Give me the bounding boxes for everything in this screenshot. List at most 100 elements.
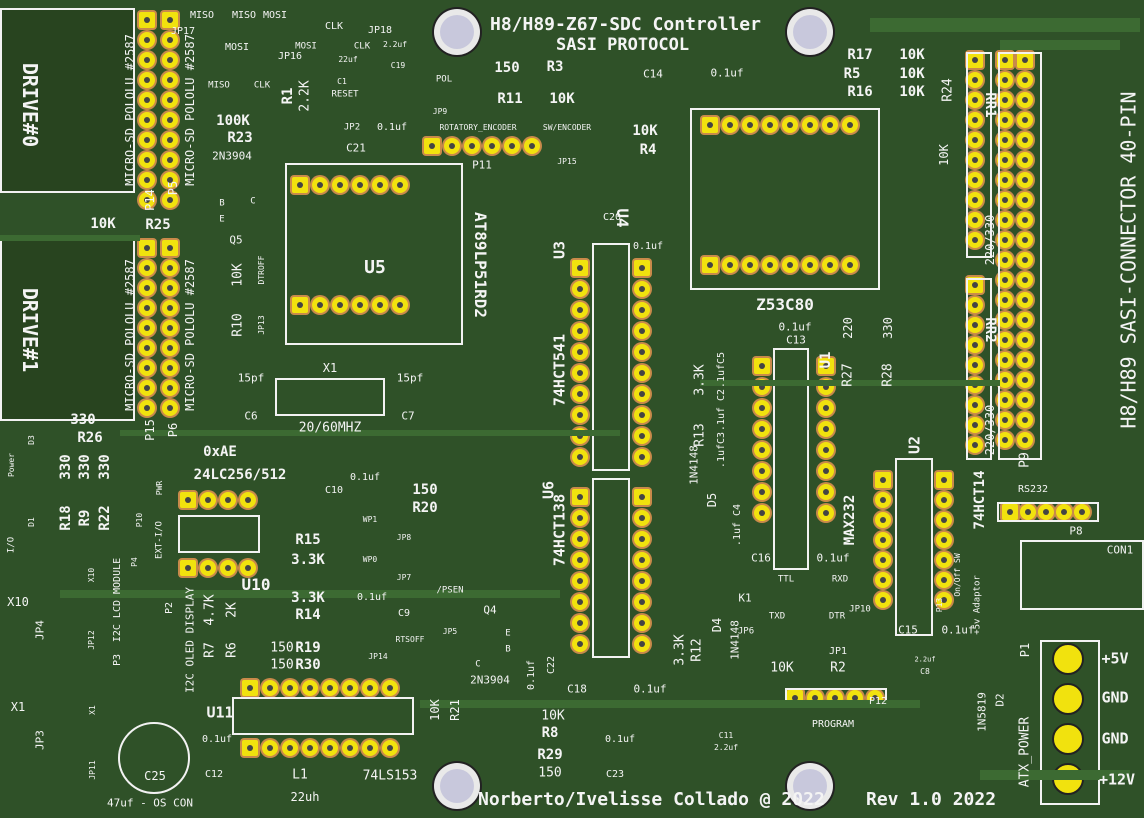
header-pad bbox=[967, 337, 983, 353]
rr2-header bbox=[966, 278, 992, 460]
ic-pad bbox=[180, 492, 196, 508]
header-pad bbox=[162, 360, 178, 376]
silkscreen-label: CLK bbox=[353, 41, 371, 52]
silkscreen-label: R26 bbox=[77, 430, 103, 446]
silkscreen-label: R4 bbox=[639, 142, 657, 158]
header-pad bbox=[1017, 332, 1033, 348]
header-pad bbox=[967, 152, 983, 168]
silkscreen-label: +5V bbox=[1101, 649, 1129, 668]
ic-pad bbox=[282, 740, 298, 756]
header-pad bbox=[139, 132, 155, 148]
silkscreen-label: /PSEN bbox=[436, 585, 464, 596]
silkscreen-label: 47uf - OS CON bbox=[106, 796, 194, 810]
silkscreen-label: TXD bbox=[768, 611, 786, 622]
silkscreen-label: DRIVE#0 bbox=[18, 62, 42, 148]
ic-pad bbox=[342, 740, 358, 756]
silkscreen-label: 3.3K bbox=[291, 590, 325, 606]
silkscreen-label: 74HCT138 bbox=[550, 493, 569, 567]
silkscreen-label: E bbox=[219, 214, 225, 225]
ic-pad bbox=[634, 615, 650, 631]
silkscreen-label: 10K bbox=[899, 47, 925, 63]
ic-pad bbox=[572, 260, 588, 276]
header-pad bbox=[1038, 504, 1054, 520]
plcc-pad bbox=[292, 177, 308, 193]
silkscreen-label: 3.3K bbox=[692, 364, 708, 396]
ic-pad bbox=[240, 560, 256, 576]
silkscreen-label: JP11 bbox=[88, 760, 97, 780]
ic-pad bbox=[572, 302, 588, 318]
silkscreen-label: E bbox=[505, 628, 511, 639]
header-pad bbox=[1017, 412, 1033, 428]
header-pad bbox=[1017, 352, 1033, 368]
silkscreen-label: C15 bbox=[898, 623, 918, 637]
revision-label: Rev 1.0 2022 bbox=[866, 789, 997, 810]
plcc-pad bbox=[312, 177, 328, 193]
ic-pad bbox=[754, 442, 770, 458]
silkscreen-label: JP15 bbox=[557, 157, 577, 166]
header-pad bbox=[997, 412, 1013, 428]
u3-outline bbox=[592, 243, 630, 471]
plcc-pad bbox=[762, 117, 778, 133]
ic-pad bbox=[572, 323, 588, 339]
ic-pad bbox=[240, 492, 256, 508]
silkscreen-label: R27 bbox=[840, 363, 856, 387]
header-pad bbox=[162, 112, 178, 128]
header-pad bbox=[1002, 504, 1018, 520]
silkscreen-label: P12 bbox=[868, 696, 888, 707]
ic-pad bbox=[634, 260, 650, 276]
silkscreen-label: R28 bbox=[880, 363, 896, 387]
silkscreen-label: R1 bbox=[280, 87, 296, 105]
silkscreen-label: P13 bbox=[935, 597, 944, 613]
header-pad bbox=[997, 72, 1013, 88]
silkscreen-label: TTL bbox=[777, 574, 795, 585]
silkscreen-label: 24LC256/512 bbox=[193, 467, 287, 483]
ic-pad bbox=[572, 552, 588, 568]
silkscreen-label: 1N5819 bbox=[975, 692, 989, 732]
silkscreen-label: X10 bbox=[7, 595, 29, 609]
header-pad bbox=[162, 12, 178, 28]
silkscreen-label: X1 bbox=[322, 361, 338, 375]
silkscreen-label: MAX232 bbox=[842, 494, 858, 546]
header-pad bbox=[1017, 52, 1033, 68]
header-pad bbox=[1017, 72, 1033, 88]
ic-pad bbox=[572, 365, 588, 381]
ic-pad bbox=[572, 510, 588, 526]
silkscreen-label: 2.2uf bbox=[914, 655, 936, 664]
plcc-pad bbox=[802, 257, 818, 273]
header-pad bbox=[139, 280, 155, 296]
ic-pad bbox=[754, 400, 770, 416]
header-pad bbox=[162, 340, 178, 356]
silkscreen-label: D2 bbox=[993, 693, 1007, 707]
copper-trace bbox=[420, 700, 920, 708]
silkscreen-label: R25 bbox=[145, 217, 171, 233]
terminal-con1 bbox=[1020, 540, 1144, 610]
header-pad bbox=[967, 317, 983, 333]
silkscreen-label: Z53C80 bbox=[756, 295, 814, 314]
silkscreen-label: X1 bbox=[88, 705, 97, 715]
ic-pad bbox=[572, 386, 588, 402]
u6-outline bbox=[592, 478, 630, 658]
silkscreen-label: ATX_POWER bbox=[1017, 716, 1033, 788]
silkscreen-label: 150 bbox=[270, 657, 294, 673]
silkscreen-label: MOSI bbox=[224, 42, 250, 53]
ic-pad bbox=[572, 281, 588, 297]
silkscreen-label: X1 bbox=[10, 700, 26, 714]
ic-pad bbox=[936, 592, 952, 608]
silkscreen-label: WP0 bbox=[362, 555, 378, 564]
ic-pad bbox=[362, 680, 378, 696]
silkscreen-label: MICRO-SD POLOLU #2587 bbox=[123, 34, 137, 186]
silkscreen-label: U1 bbox=[818, 351, 834, 369]
silkscreen-label: 0.1uf bbox=[376, 122, 408, 133]
header-pad bbox=[997, 372, 1013, 388]
silkscreen-label: Q5 bbox=[229, 233, 243, 247]
plcc-pad bbox=[782, 117, 798, 133]
ic-pad bbox=[572, 531, 588, 547]
silkscreen-label: C16 bbox=[751, 551, 771, 565]
ic-pad bbox=[818, 358, 834, 374]
header-pad bbox=[1017, 112, 1033, 128]
silkscreen-label: 0.1uf bbox=[604, 734, 636, 745]
silkscreen-label: I2C OLED DISPLAY bbox=[183, 587, 197, 693]
silkscreen-label: 0.1uf bbox=[710, 66, 744, 80]
header-pad bbox=[139, 52, 155, 68]
u4-outline bbox=[690, 108, 880, 290]
